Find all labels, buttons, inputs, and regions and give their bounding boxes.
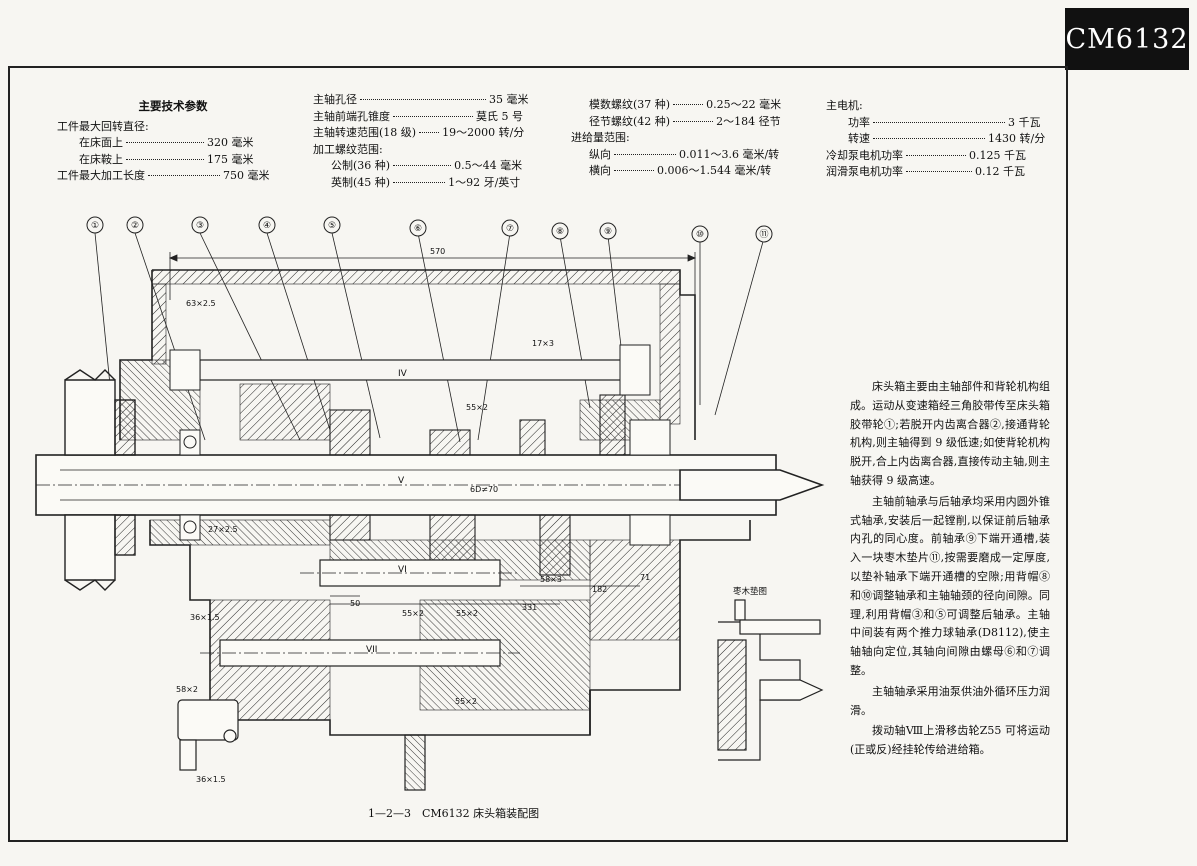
callout-5: ⑤: [328, 221, 336, 231]
label-55x2: 55×2: [466, 403, 488, 412]
shaft-label-iv: IV: [398, 369, 408, 379]
dim-570: 570: [430, 247, 445, 256]
spec-value: 0.12 千瓦: [975, 165, 1025, 178]
description-paragraph: 主轴轴承采用油泵供油外循环压力润滑。: [850, 684, 1050, 717]
inset-title: 枣木垫图: [733, 587, 768, 597]
spec-group-label: 主电机:: [826, 99, 863, 112]
spec-key: 主轴转速范围(18 级): [313, 126, 417, 139]
spec-key: 在床鞍上: [79, 152, 123, 166]
spec-key: 冷却泵电机功率: [826, 148, 903, 162]
callout-10: ⑩: [696, 230, 704, 240]
drawing-frame: [8, 66, 1068, 842]
spec-group-label: 进给量范围:: [571, 131, 630, 144]
label-55x2-d: 55×2: [455, 697, 477, 706]
spec-value: 0.006～1.544 毫米/转: [657, 164, 772, 177]
spec-key: 主轴孔径: [313, 93, 357, 106]
spec-key: 工件最大加工长度: [57, 169, 145, 182]
callout-11: ⑪: [759, 229, 768, 240]
spec-value: 0.011～3.6 毫米/转: [679, 147, 780, 161]
model-tag: CM6132: [1065, 8, 1189, 70]
spec-row: 径节螺纹(42 种) 2～184 径节: [571, 114, 811, 131]
description-paragraph: 拨动轴Ⅷ上滑移齿轮Z55 可将运动(正或反)经挂轮传给进给箱。: [850, 724, 1050, 757]
dim-331: 331: [522, 603, 537, 612]
spec-row: 模数螺纹(37 种) 0.25～22 毫米: [571, 97, 811, 114]
spec-key: 转速: [848, 132, 870, 145]
figure-caption: 1—2—3 CM6132 床头箱装配图: [368, 807, 540, 820]
spec-group-label: 工件最大回转直径:: [57, 119, 149, 133]
spec-row: 在床鞍上 175 毫米: [57, 152, 289, 169]
specs-column-4: 主电机: 功率 3 千瓦 转速 1430 转/分 冷却泵电机功率 0.125 千瓦 润…: [826, 98, 1061, 181]
spec-value: 莫氏 5 号: [476, 109, 523, 123]
spec-value: 0.25～22 毫米: [706, 98, 782, 111]
callout-3: ③: [196, 221, 204, 231]
spec-row: 在床面上 320 毫米: [57, 135, 289, 152]
label-36x1-5-b: 36×1.5: [196, 775, 226, 784]
dim-71: 71: [640, 573, 650, 582]
specs-column-2: 主轴孔径 35 毫米 主轴前端孔锥度 莫氏 5 号 主轴转速范围(18 级) 19～2…: [313, 92, 553, 191]
spec-row: 冷却泵电机功率 0.125 千瓦: [826, 148, 1061, 165]
callout-6: ⑥: [414, 224, 422, 234]
description-paragraph: 主轴前轴承与后轴承均采用内圆外锥式轴承,安装后一起镗削,以保证前后轴承内孔的同心…: [850, 494, 1050, 677]
spec-row: 公制(36 种) 0.5～44 毫米: [313, 158, 553, 175]
spec-row: 润滑泵电机功率 0.12 千瓦: [826, 164, 1061, 181]
label-fit: 6D≠70: [470, 485, 498, 494]
spec-key: 润滑泵电机功率: [826, 165, 903, 178]
spec-key: 径节螺纹(42 种): [589, 114, 671, 128]
spec-value: 19～2000 转/分: [442, 126, 525, 139]
spec-value: 1～92 牙/英寸: [448, 175, 521, 189]
spec-value: 175 毫米: [207, 152, 254, 166]
label-17x3: 17×3: [532, 339, 554, 348]
label-36x1-5: 36×1.5: [190, 613, 220, 622]
dim-50: 50: [350, 599, 360, 608]
spec-value: 320 毫米: [207, 136, 254, 149]
shaft-label-vii: VII: [366, 645, 377, 655]
spec-group-label: 加工螺纹范围:: [313, 142, 383, 156]
spec-key: 纵向: [589, 147, 611, 161]
spec-value: 1430 转/分: [988, 132, 1046, 145]
callout-9: ⑨: [604, 227, 612, 237]
callout-7: ⑦: [506, 224, 514, 234]
spec-key: 横向: [589, 164, 611, 177]
spec-key: 在床面上: [79, 136, 123, 149]
spec-row: 纵向 0.011～3.6 毫米/转: [571, 147, 811, 164]
callout-2: ②: [131, 221, 139, 231]
spec-key: 英制(45 种): [331, 175, 391, 189]
spec-value: 0.5～44 毫米: [454, 159, 523, 172]
callout-8: ⑧: [556, 227, 564, 237]
label-58x2: 58×2: [176, 685, 198, 694]
spec-row: 横向 0.006～1.544 毫米/转: [571, 163, 811, 180]
specs-column-3: 模数螺纹(37 种)0.25～22 毫米 径节螺纹(42 种)2～184 径节 …: [571, 97, 811, 180]
description-text: 床头箱主要由主轴部件和背轮机构组成。运动从变速箱经三角胶带传至床头箱胶带轮①;若…: [850, 378, 1050, 762]
spec-key: 公制(36 种): [331, 159, 391, 172]
dim-182: 182: [592, 585, 607, 594]
spec-value: 3 千瓦: [1008, 115, 1041, 129]
spec-key: 功率: [848, 115, 870, 129]
description-paragraph: 床头箱主要由主轴部件和背轮机构组成。运动从变速箱经三角胶带传至床头箱胶带轮①;若…: [850, 380, 1050, 487]
label-58x3: 58×3: [540, 575, 562, 584]
specs-column-1: 主要技术参数 工件最大回转直径: 在床面上 320 毫米 在床鞍上 175 毫米 工…: [57, 98, 289, 185]
spec-row: 主轴前端孔锥度 莫氏 5 号: [313, 109, 553, 126]
spec-key: 主轴前端孔锥度: [313, 109, 390, 123]
spec-value: 0.125 千瓦: [969, 148, 1026, 162]
spec-row: 功率 3 千瓦: [826, 115, 1061, 132]
spec-row: 主轴孔径 35 毫米: [313, 92, 553, 109]
spec-row: 转速 1430 转/分: [826, 131, 1061, 148]
label-63x2-5: 63×2.5: [186, 299, 216, 308]
spec-row: 工件最大加工长度 750 毫米: [57, 168, 289, 185]
shaft-label-v: V: [398, 476, 405, 486]
label-27x2-5: 27×2.5: [208, 525, 238, 534]
shaft-label-vi: VI: [398, 565, 407, 575]
spec-value: 750 毫米: [223, 169, 270, 182]
spec-key: 模数螺纹(37 种): [589, 98, 671, 111]
spec-value: 35 毫米: [489, 93, 529, 106]
specs-title: 主要技术参数: [138, 99, 208, 113]
spec-row: 主轴转速范围(18 级) 19～2000 转/分: [313, 125, 553, 142]
spec-row: 英制(45 种) 1～92 牙/英寸: [313, 175, 553, 192]
label-55x2-c: 55×2: [456, 609, 478, 618]
callout-1: ①: [91, 221, 99, 231]
spec-value: 2～184 径节: [716, 114, 781, 128]
callout-4: ④: [263, 221, 271, 231]
label-55x2-b: 55×2: [402, 609, 424, 618]
